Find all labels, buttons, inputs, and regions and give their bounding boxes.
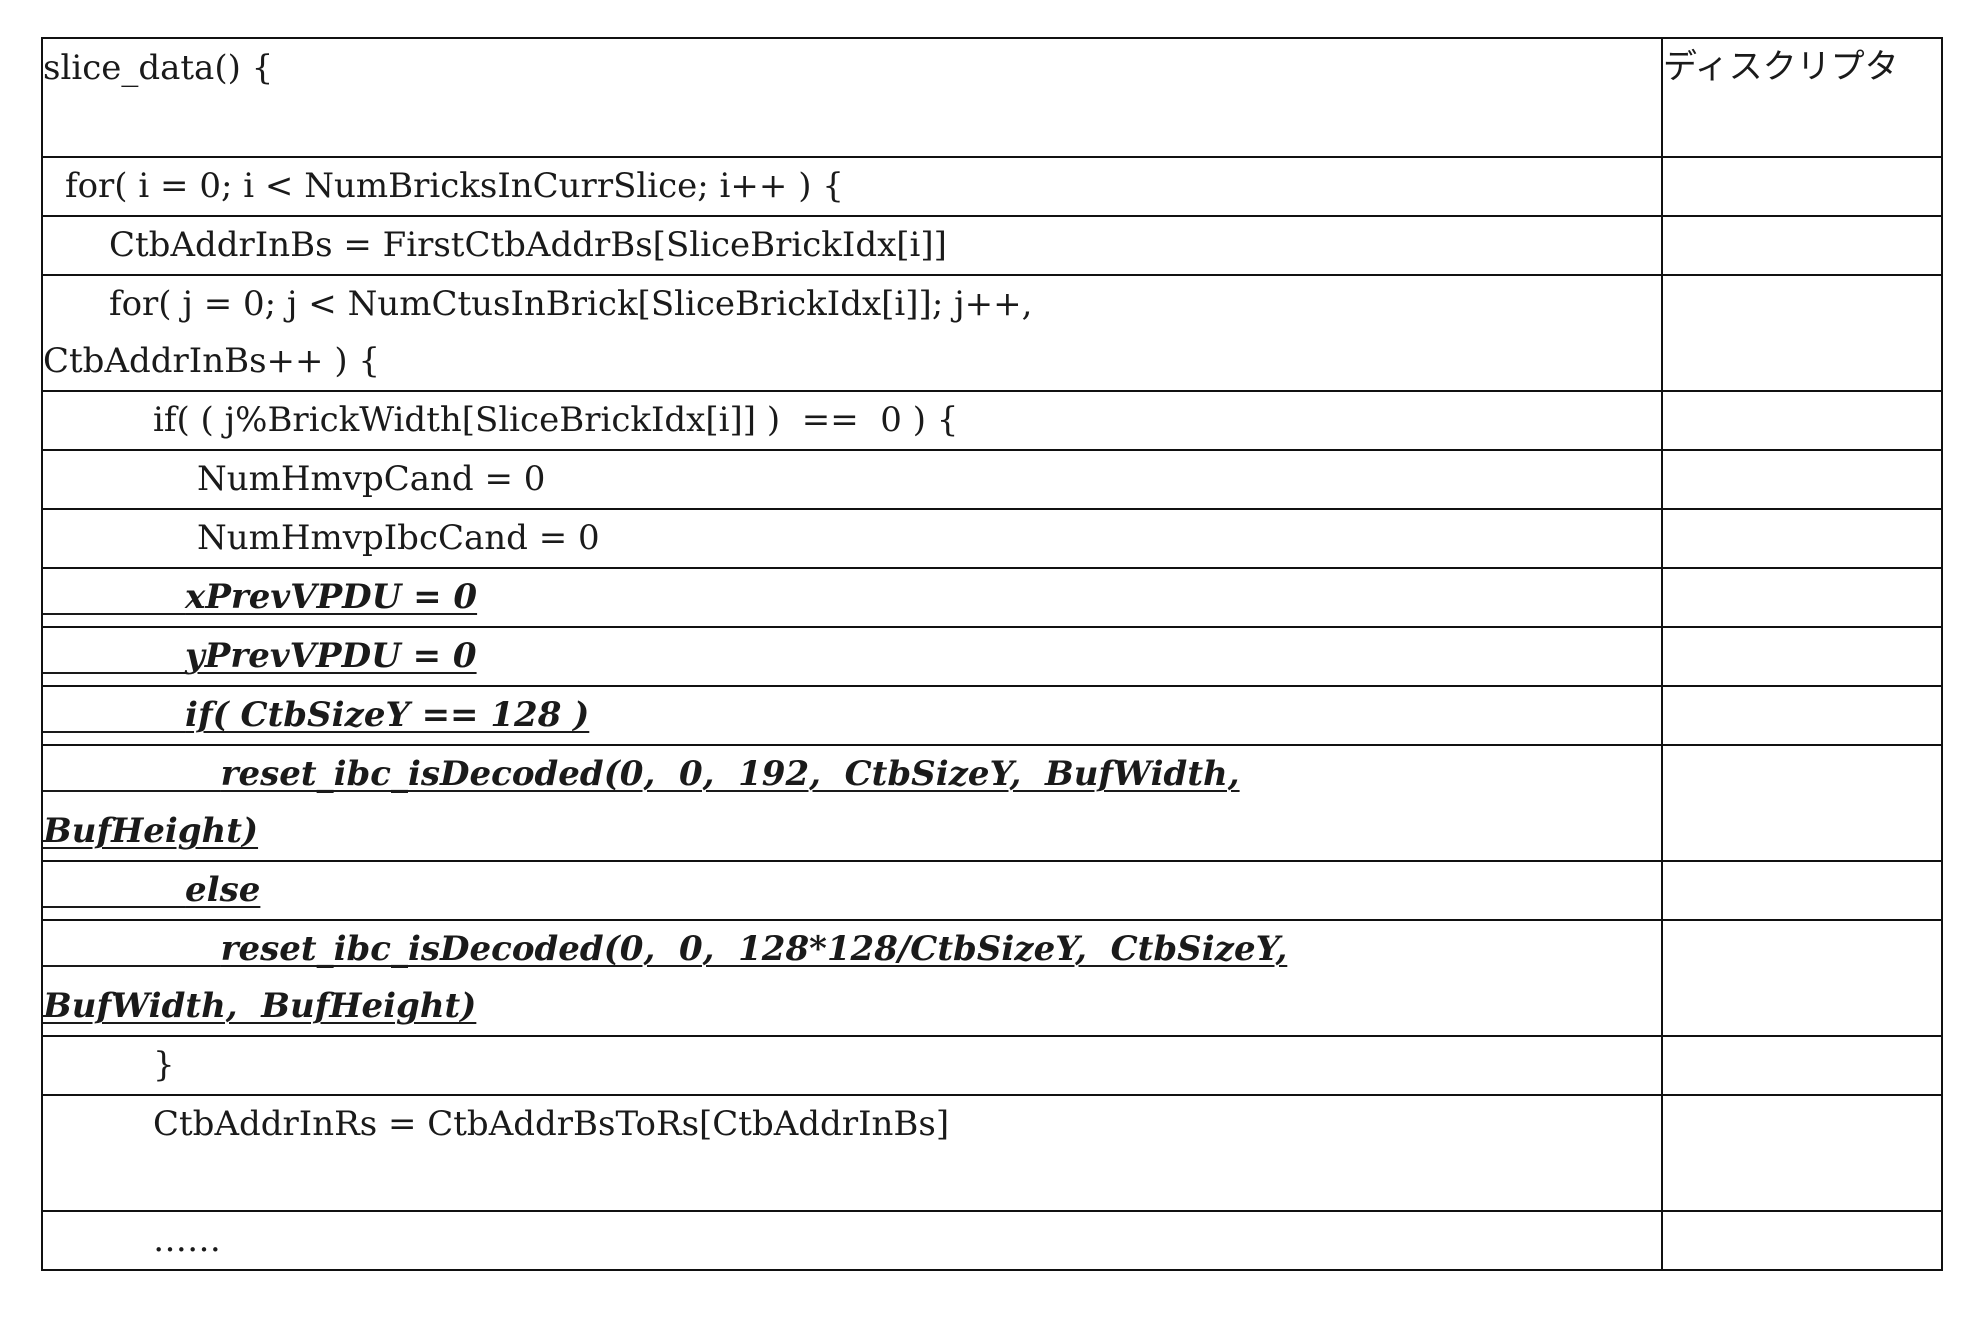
syntax-line: NumHmvpIbcCand = 0: [43, 518, 600, 558]
table-row-added: yPrevVPDU = 0: [42, 627, 1942, 686]
syntax-line: }: [43, 1045, 175, 1085]
descriptor-cell: [1662, 745, 1942, 861]
syntax-cell: ……: [42, 1211, 1662, 1270]
table-row-added: reset_ibc_isDecoded(0, 0, 128*128/CtbSiz…: [42, 920, 1942, 1036]
added-syntax-continuation: BufHeight): [43, 811, 258, 851]
syntax-cell: reset_ibc_isDecoded(0, 0, 192, CtbSizeY,…: [42, 745, 1662, 861]
syntax-cell: CtbAddrInRs = CtbAddrBsToRs[CtbAddrInBs]: [42, 1095, 1662, 1211]
table-row-added: xPrevVPDU = 0: [42, 568, 1942, 627]
table-row: if( ( j%BrickWidth[SliceBrickIdx[i]] ) =…: [42, 391, 1942, 450]
descriptor-cell: [1662, 509, 1942, 568]
added-syntax-text: else: [185, 870, 260, 910]
table-row-added: reset_ibc_isDecoded(0, 0, 192, CtbSizeY,…: [42, 745, 1942, 861]
added-syntax-line: reset_ibc_isDecoded(0, 0, 128*128/CtbSiz…: [43, 929, 1287, 969]
syntax-header-cell: slice_data() {: [42, 38, 1662, 157]
table-row: ……: [42, 1211, 1942, 1270]
syntax-table: slice_data() { ディスクリプタ for( i = 0; i < N…: [41, 37, 1943, 1271]
added-syntax-line: xPrevVPDU = 0: [43, 577, 477, 617]
descriptor-cell: [1662, 391, 1942, 450]
syntax-cell: for( j = 0; j < NumCtusInBrick[SliceBric…: [42, 275, 1662, 391]
syntax-cell: xPrevVPDU = 0: [42, 568, 1662, 627]
syntax-line: if( ( j%BrickWidth[SliceBrickIdx[i]] ) =…: [43, 400, 958, 440]
table-row-added: else: [42, 861, 1942, 920]
descriptor-cell: [1662, 450, 1942, 509]
table-row: for( i = 0; i < NumBricksInCurrSlice; i+…: [42, 157, 1942, 216]
descriptor-cell: [1662, 568, 1942, 627]
syntax-line: for( i = 0; i < NumBricksInCurrSlice; i+…: [43, 166, 844, 206]
table-header-row: slice_data() { ディスクリプタ: [42, 38, 1942, 157]
descriptor-cell: [1662, 861, 1942, 920]
descriptor-cell: [1662, 216, 1942, 275]
table-row: for( j = 0; j < NumCtusInBrick[SliceBric…: [42, 275, 1942, 391]
syntax-cell: else: [42, 861, 1662, 920]
table-row: CtbAddrInBs = FirstCtbAddrBs[SliceBrickI…: [42, 216, 1942, 275]
syntax-line: for( j = 0; j < NumCtusInBrick[SliceBric…: [43, 284, 1032, 324]
table-row: }: [42, 1036, 1942, 1095]
syntax-cell: NumHmvpCand = 0: [42, 450, 1662, 509]
syntax-cell: reset_ibc_isDecoded(0, 0, 128*128/CtbSiz…: [42, 920, 1662, 1036]
added-syntax-line: else: [43, 870, 260, 910]
descriptor-cell: [1662, 157, 1942, 216]
syntax-line: CtbAddrInBs = FirstCtbAddrBs[SliceBrickI…: [43, 225, 947, 265]
descriptor-header-cell: ディスクリプタ: [1662, 38, 1942, 157]
added-syntax-text: if( CtbSizeY == 128 ): [185, 695, 589, 735]
syntax-line: CtbAddrInRs = CtbAddrBsToRs[CtbAddrInBs]: [43, 1104, 949, 1144]
syntax-cell: if( CtbSizeY == 128 ): [42, 686, 1662, 745]
table-row: NumHmvpCand = 0: [42, 450, 1942, 509]
syntax-cell: NumHmvpIbcCand = 0: [42, 509, 1662, 568]
added-syntax-line: reset_ibc_isDecoded(0, 0, 192, CtbSizeY,…: [43, 754, 1240, 794]
table-row: CtbAddrInRs = CtbAddrBsToRs[CtbAddrInBs]: [42, 1095, 1942, 1211]
added-syntax-continuation: BufWidth, BufHeight): [43, 986, 476, 1026]
descriptor-cell: [1662, 627, 1942, 686]
syntax-cell: }: [42, 1036, 1662, 1095]
descriptor-cell: [1662, 920, 1942, 1036]
descriptor-cell: [1662, 1211, 1942, 1270]
descriptor-cell: [1662, 275, 1942, 391]
added-syntax-text: reset_ibc_isDecoded(0, 0, 192, CtbSizeY,…: [221, 754, 1240, 794]
syntax-line-continuation: CtbAddrInBs++ ) {: [43, 341, 380, 381]
syntax-cell: for( i = 0; i < NumBricksInCurrSlice; i+…: [42, 157, 1662, 216]
descriptor-cell: [1662, 686, 1942, 745]
table-row: NumHmvpIbcCand = 0: [42, 509, 1942, 568]
added-syntax-line: if( CtbSizeY == 128 ): [43, 695, 589, 735]
syntax-line: ……: [43, 1220, 221, 1260]
added-syntax-text: reset_ibc_isDecoded(0, 0, 128*128/CtbSiz…: [221, 929, 1288, 969]
descriptor-cell: [1662, 1095, 1942, 1211]
syntax-cell: yPrevVPDU = 0: [42, 627, 1662, 686]
descriptor-cell: [1662, 1036, 1942, 1095]
syntax-line: NumHmvpCand = 0: [43, 459, 545, 499]
added-syntax-text: xPrevVPDU = 0: [185, 577, 477, 617]
added-syntax-text: yPrevVPDU = 0: [185, 636, 477, 676]
syntax-cell: CtbAddrInBs = FirstCtbAddrBs[SliceBrickI…: [42, 216, 1662, 275]
table-row-added: if( CtbSizeY == 128 ): [42, 686, 1942, 745]
syntax-cell: if( ( j%BrickWidth[SliceBrickIdx[i]] ) =…: [42, 391, 1662, 450]
added-syntax-line: yPrevVPDU = 0: [43, 636, 477, 676]
